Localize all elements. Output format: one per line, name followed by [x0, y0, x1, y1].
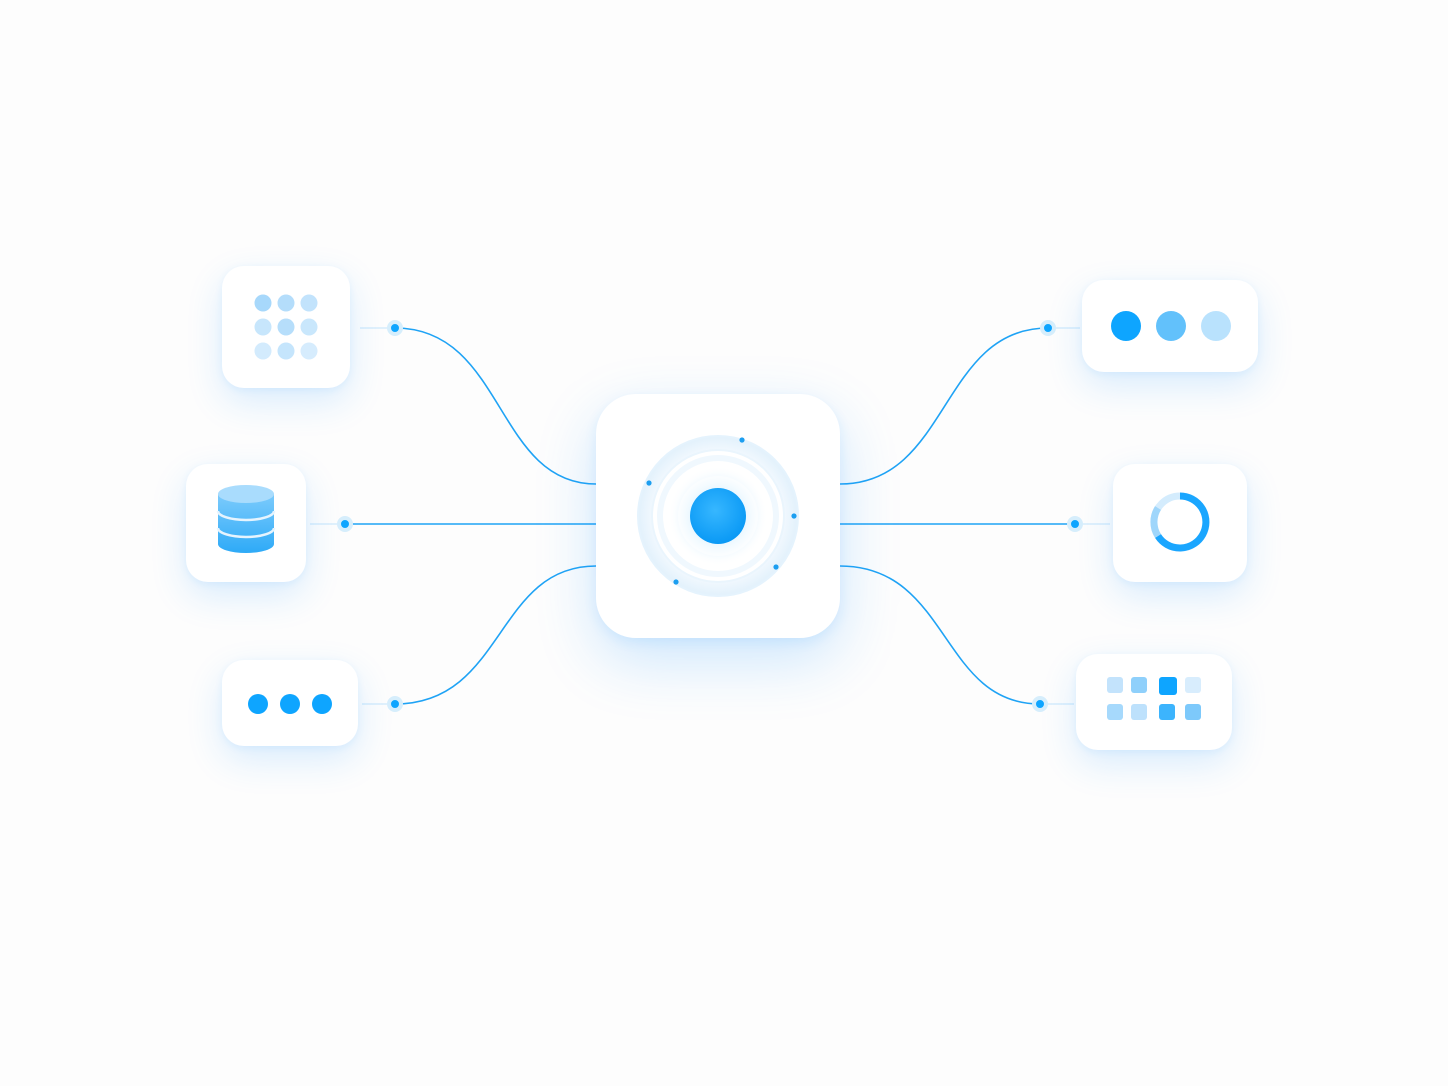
hub-card[interactable] [596, 394, 840, 638]
ring-card[interactable] [1113, 464, 1247, 582]
database-card[interactable] [186, 464, 306, 582]
connector-port [1032, 696, 1048, 712]
connector-port [337, 516, 353, 532]
more-horizontal-icon [248, 694, 332, 714]
more-horizontal-icon [1111, 311, 1231, 341]
connector-port [387, 320, 403, 336]
block-grid-icon [1107, 677, 1201, 720]
connector-dots-left [394, 565, 597, 705]
connector-port [1040, 320, 1056, 336]
dot-grid-icon [254, 294, 318, 360]
connector-dots-right [839, 327, 1049, 485]
blocks-card[interactable] [1076, 654, 1232, 750]
more-card-left[interactable] [222, 660, 358, 746]
connector-blocks [839, 565, 1041, 705]
progress-ring-icon [1150, 492, 1210, 552]
connector-port [387, 696, 403, 712]
connector-port [1067, 516, 1083, 532]
grid-card[interactable] [222, 266, 350, 388]
database-icon [216, 485, 276, 553]
target-icon [637, 435, 799, 597]
connector-grid [394, 327, 597, 485]
more-card-right[interactable] [1082, 280, 1258, 372]
